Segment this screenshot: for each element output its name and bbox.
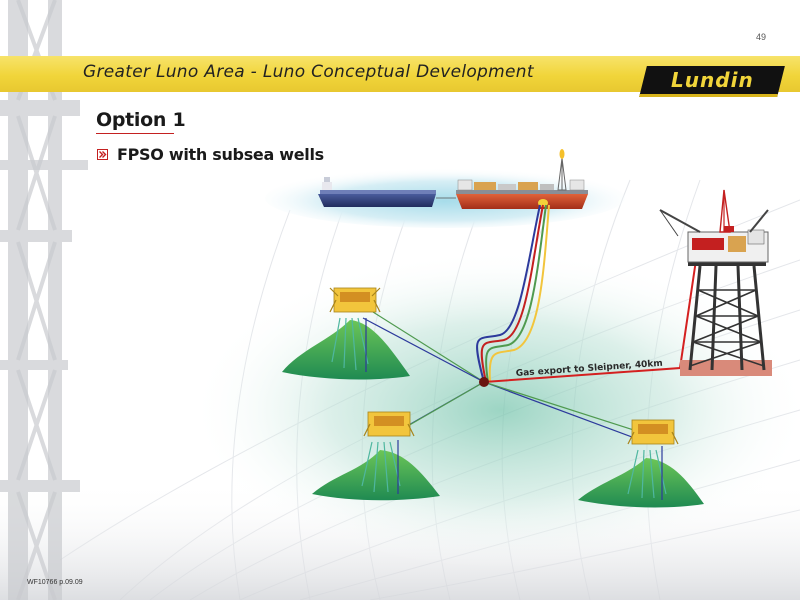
wellhead-template-1	[282, 287, 410, 380]
shuttle-tanker	[318, 177, 456, 207]
bullet-item: FPSO with subsea wells	[97, 145, 324, 164]
heading-underline	[96, 133, 174, 134]
fpso-ship	[456, 149, 588, 209]
derrick-silhouette	[0, 0, 88, 600]
wellhead-template-2	[312, 411, 440, 501]
option-heading: Option 1	[96, 109, 186, 131]
flowlines	[362, 311, 641, 441]
riser-bundle	[476, 204, 550, 383]
arrow-bullet-icon	[97, 149, 108, 160]
export-pipeline-label: Gas export to Sleipner, 40km	[516, 359, 664, 379]
manifold	[479, 377, 489, 387]
jacket-platform	[659, 189, 772, 376]
slide-title: Greater Luno Area - Luno Conceptual Deve…	[83, 62, 534, 82]
footer-code: WF10766 p.09.09	[27, 579, 83, 586]
page-number: 49	[755, 32, 766, 42]
bullet-text: FPSO with subsea wells	[117, 145, 324, 164]
wellhead-template-3	[578, 419, 704, 508]
